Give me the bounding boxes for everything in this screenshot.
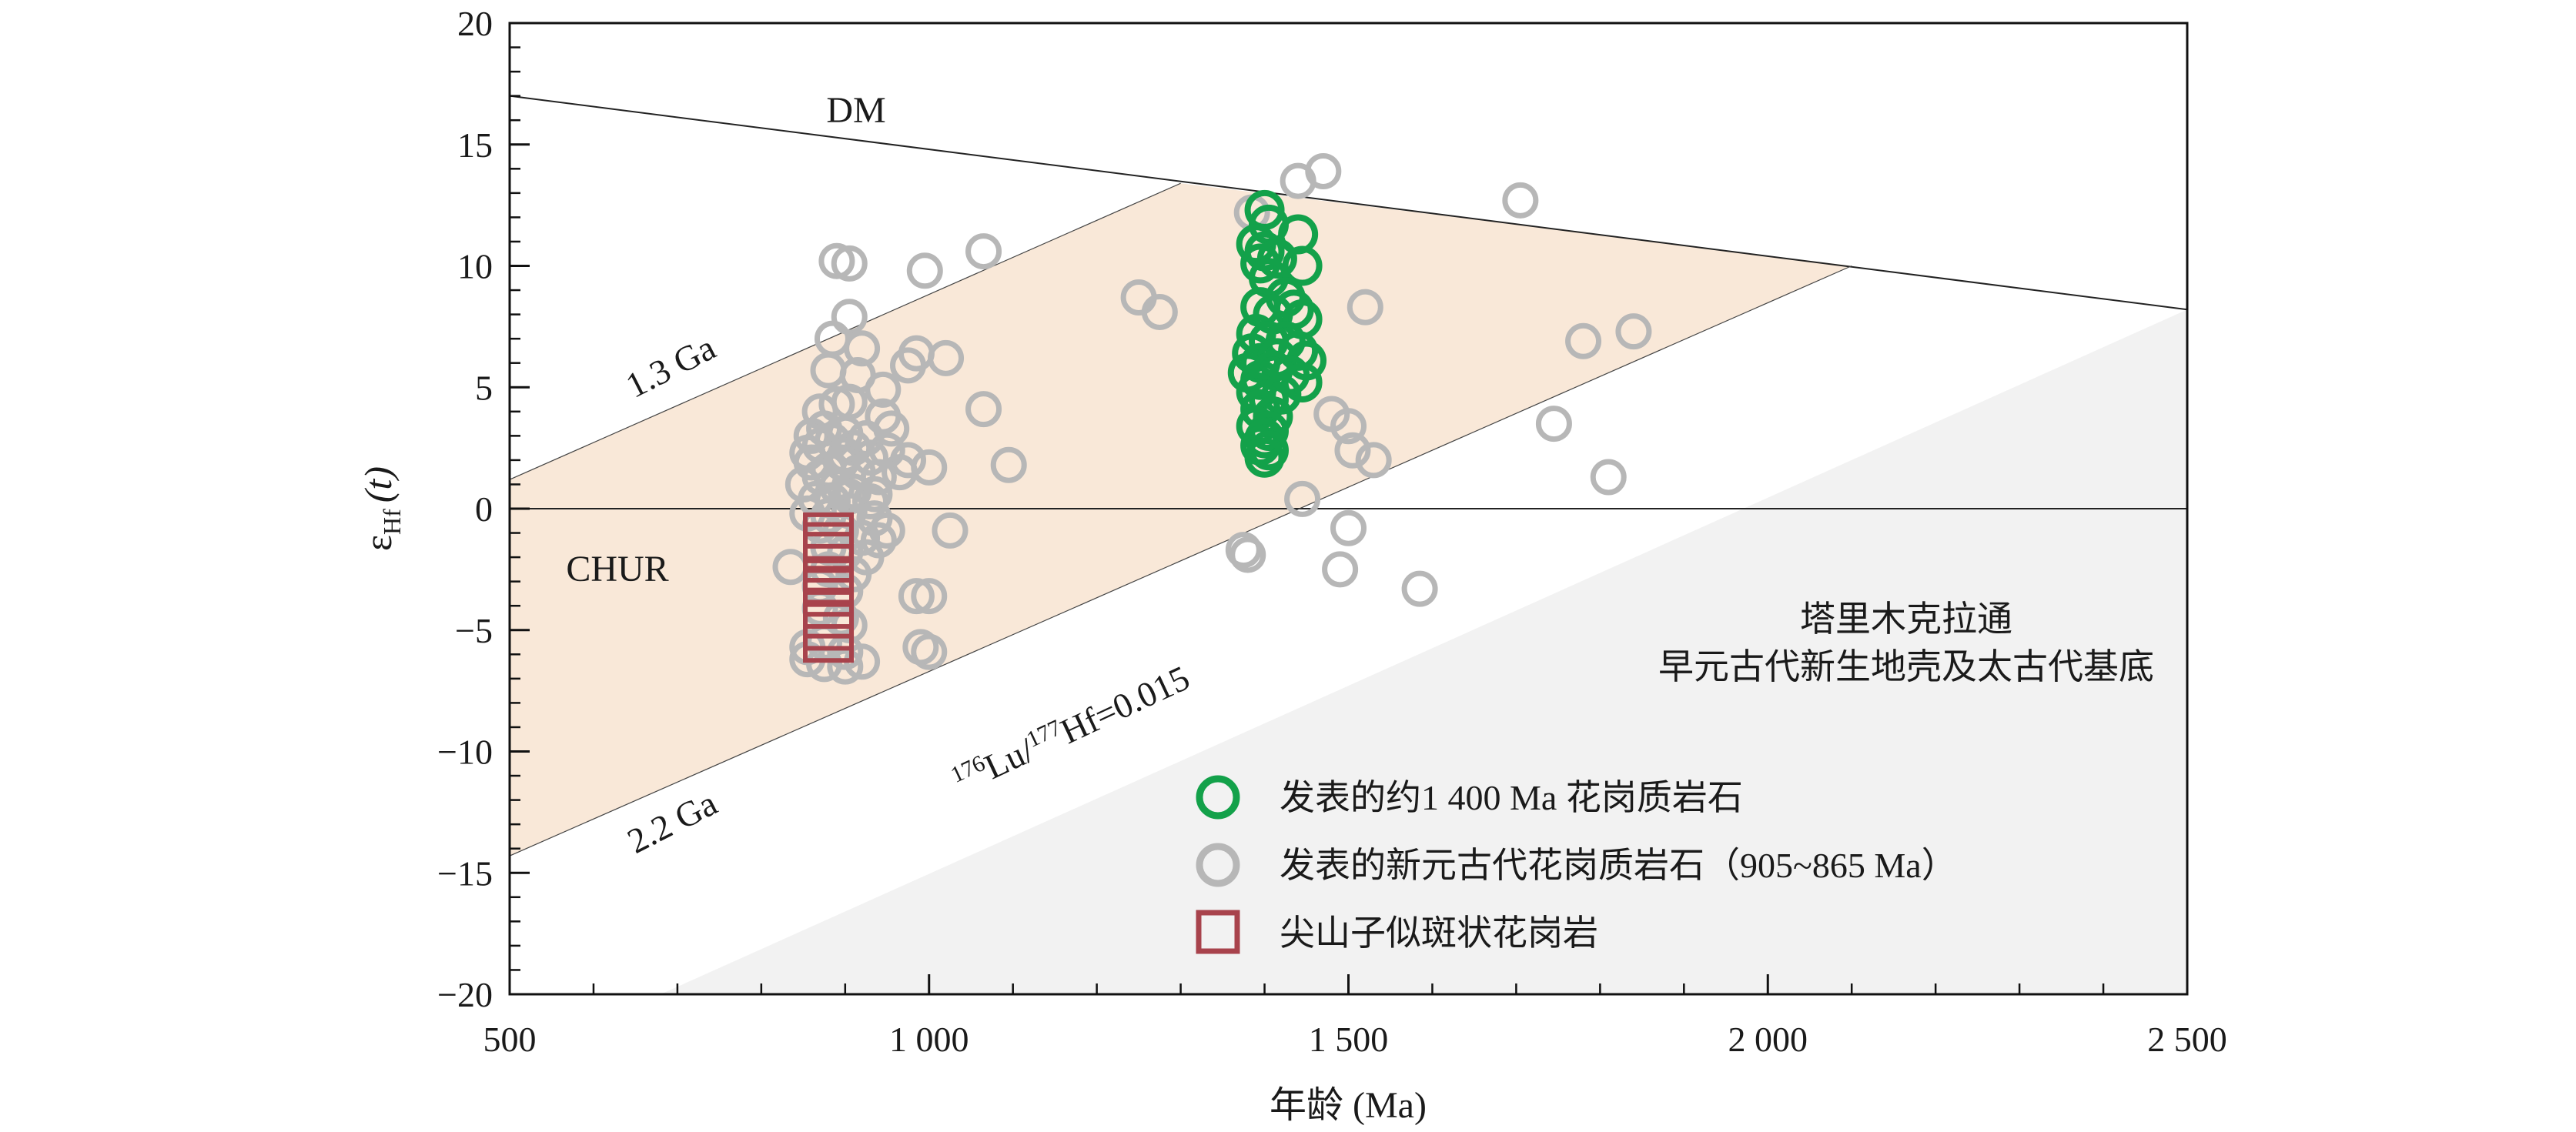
data-point-neoproterozoic (965, 391, 1002, 428)
x-tick-label: 2 500 (2147, 1020, 2227, 1059)
data-point-neoproterozoic (1330, 408, 1367, 445)
x-tick-label: 1 000 (889, 1020, 969, 1059)
data-point-neoproterozoic (1565, 322, 1602, 359)
y-tick-label: 0 (475, 489, 493, 529)
data-point-1400ma (1282, 362, 1323, 402)
data-point-neoproterozoic (1347, 289, 1383, 326)
data-point-1400ma (1256, 239, 1297, 279)
crust-label-line1: 塔里木克拉通 (1800, 599, 2012, 639)
data-point-neoproterozoic (906, 252, 943, 289)
data-point-neoproterozoic (1284, 480, 1321, 517)
data-point-neoproterozoic (932, 512, 969, 549)
legend-marker-green (1196, 775, 1240, 820)
data-point-neoproterozoic (928, 339, 965, 376)
data-point-neoproterozoic (1305, 152, 1342, 189)
data-point-neoproterozoic (1401, 570, 1438, 607)
axis-ticks: 500 1 000 1 500 2 000 2 500 20 15 10 5 0 −5 −10 −15 −… (437, 4, 2227, 1059)
data-point-neoproterozoic (1141, 293, 1178, 330)
data-point-neoproterozoic (1322, 551, 1359, 588)
data-point-neoproterozoic (868, 512, 905, 549)
y-tick-label: 10 (457, 247, 493, 286)
x-tick-label: 500 (483, 1020, 537, 1059)
chur-label: CHUR (566, 549, 668, 589)
data-point-1400ma (1244, 437, 1285, 478)
data-point-neoproterozoic (1334, 432, 1371, 469)
data-point-neoproterozoic (831, 299, 868, 336)
data-point-neoproterozoic (1355, 442, 1392, 479)
series-1400ma (1227, 189, 1327, 478)
legend-label-gray: 发表的新元古代花岗质岩石（905~865 Ma） (1280, 846, 1957, 885)
data-point-neoproterozoic (844, 330, 881, 367)
x-tick-label: 2 000 (1728, 1020, 1808, 1059)
data-point-neoproterozoic (1535, 406, 1572, 442)
data-point-neoproterozoic (1590, 459, 1627, 496)
y-tick-label: −5 (455, 611, 493, 650)
data-point-neoproterozoic (1229, 536, 1266, 573)
legend-marker-gray (1196, 843, 1240, 887)
data-point-neoproterozoic (831, 245, 868, 282)
data-point-neoproterozoic (911, 633, 948, 670)
data-point-neoproterozoic (851, 483, 888, 520)
legend-marker-red (1196, 910, 1240, 954)
legend-label-green: 发表的约1 400 Ma 花岗质岩石 (1280, 778, 1743, 817)
data-point-neoproterozoic (911, 578, 948, 615)
data-point-neoproterozoic (827, 648, 864, 685)
data-point-neoproterozoic (1330, 509, 1367, 546)
data-point-neoproterozoic (1615, 313, 1652, 350)
data-point-1400ma (1282, 245, 1323, 286)
crust-label-line2: 早元古代新生地壳及太古代基底 (1658, 647, 2154, 686)
y-tick-label: −20 (437, 975, 493, 1014)
crust-region (661, 309, 2187, 994)
y-tick-label: 5 (475, 368, 493, 407)
y-tick-label: 15 (457, 125, 493, 165)
dm-label: DM (826, 90, 885, 131)
data-point-neoproterozoic (898, 578, 935, 615)
data-point-neoproterozoic (1502, 182, 1539, 219)
x-axis-title: 年龄 (Ma) (1270, 1085, 1427, 1126)
x-tick-label: 1 500 (1309, 1020, 1389, 1059)
data-point-jianshanzi (803, 612, 855, 663)
y-axis-title: εHf(t) (356, 466, 406, 551)
y-tick-label: −15 (437, 853, 493, 893)
ga22-line (510, 265, 1852, 857)
data-point-neoproterozoic (1225, 532, 1262, 569)
data-point-neoproterozoic (831, 478, 868, 515)
data-point-neoproterozoic (865, 371, 902, 408)
legend: 发表的约1 400 Ma 花岗质岩石 发表的新元古代花岗质岩石（905~865 … (1196, 775, 1957, 954)
series-jianshanzi (803, 512, 855, 663)
y-tick-label: −10 (437, 733, 493, 772)
data-point-neoproterozoic (882, 454, 918, 491)
dm-line (510, 95, 2187, 311)
y-tick-label: 20 (457, 4, 493, 43)
data-point-neoproterozoic (965, 233, 1002, 270)
legend-label-red: 尖山子似斑状花岗岩 (1280, 913, 1598, 953)
data-point-neoproterozoic (890, 347, 927, 384)
data-point-neoproterozoic (990, 446, 1027, 483)
